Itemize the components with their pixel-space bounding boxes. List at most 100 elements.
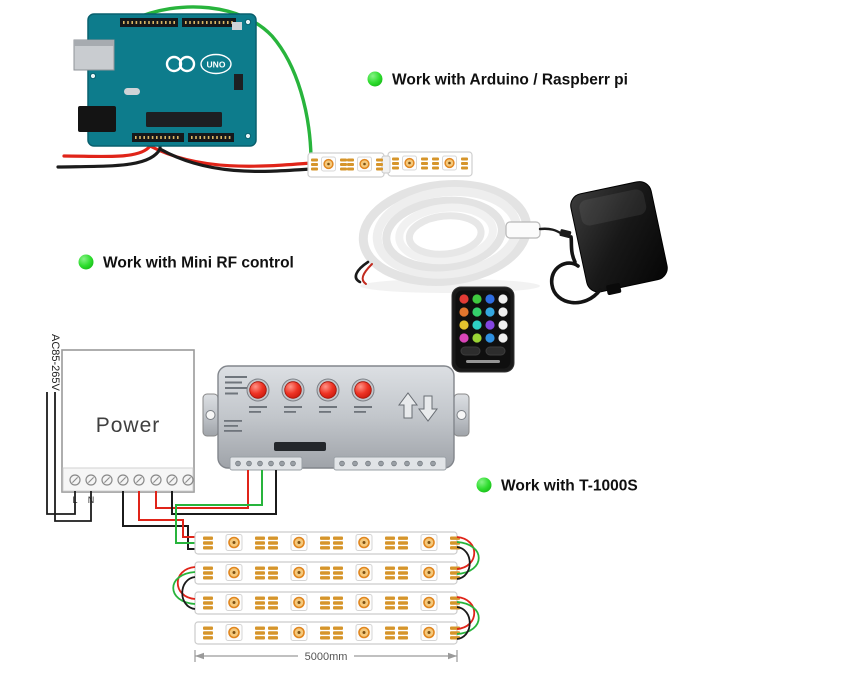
- annotation-t1000s: Work with T-1000S: [476, 477, 638, 495]
- led-module: [202, 623, 266, 642]
- led-module: [332, 563, 396, 582]
- icsp-header: [234, 74, 243, 90]
- t1000s-controller: [202, 365, 470, 471]
- remote-key: [472, 307, 482, 317]
- wire-black-to-strip: [122, 491, 195, 550]
- power-adapter: [570, 181, 668, 296]
- mini-rf-controller: [505, 221, 541, 239]
- led-module: [391, 155, 429, 171]
- annotation-arduino: Work with Arduino / Raspberr pi: [367, 71, 628, 89]
- led-module: [397, 623, 461, 642]
- strip-connector: [381, 155, 391, 174]
- screw-terminal: [101, 474, 113, 486]
- up-arrow-icon: [398, 392, 418, 419]
- led-module: [431, 155, 469, 171]
- remote-key: [459, 333, 469, 343]
- led-module: [310, 156, 348, 172]
- mode-button: [351, 378, 375, 402]
- power-jack: [78, 106, 116, 132]
- led-module: [397, 593, 461, 612]
- green-bullet-icon: [367, 71, 383, 87]
- dimension-label: 5000mm: [305, 651, 348, 663]
- remote-key: [459, 294, 469, 304]
- terminal-block: [333, 456, 447, 471]
- serpentine-wires: [172, 536, 480, 640]
- reset-button: [232, 22, 242, 30]
- led-module: [332, 533, 396, 552]
- wire-black-to-controller: [171, 470, 277, 515]
- mini-rf-section: Work with Mini RF control: [78, 179, 668, 373]
- led-module: [267, 533, 331, 552]
- terminal-block: [229, 456, 303, 471]
- screw-terminal: [85, 474, 97, 486]
- screw-terminal: [182, 474, 194, 486]
- led-strip-array: [194, 531, 461, 645]
- led-module: [332, 593, 396, 612]
- pin-header: [188, 133, 234, 142]
- remote-key: [472, 333, 482, 343]
- led-module: [267, 563, 331, 582]
- green-signal-wire: [130, 5, 313, 159]
- mode-button: [316, 378, 340, 402]
- led-module: [267, 623, 331, 642]
- t1000s-section: Power L N AC85-265V: [46, 334, 638, 663]
- led-module: [397, 533, 461, 552]
- annotation-mini-rf-label: Work with Mini RF control: [103, 255, 294, 272]
- remote-key: [472, 320, 482, 330]
- screw-terminal: [117, 474, 129, 486]
- wire-red-to-strip: [138, 491, 195, 538]
- remote-key: [472, 294, 482, 304]
- adapter-cable: [550, 235, 602, 305]
- remote-key: [485, 307, 495, 317]
- annotation-mini-rf: Work with Mini RF control: [78, 254, 294, 272]
- remote-key: [460, 346, 481, 356]
- dimension: 5000mm: [194, 648, 458, 663]
- uno-logo-text: UNO: [207, 60, 226, 70]
- screw-terminal: [150, 474, 162, 486]
- green-bullet-icon: [476, 477, 492, 493]
- mcu-chip: [146, 112, 222, 127]
- rf-remote: [451, 286, 515, 373]
- led-strip-top: [307, 151, 473, 178]
- annotation-arduino-label: Work with Arduino / Raspberr pi: [392, 72, 628, 89]
- down-arrow-icon: [418, 395, 438, 422]
- controller-output-wire: [538, 227, 564, 236]
- led-module: [346, 156, 384, 172]
- sd-card-slot: [274, 442, 326, 451]
- screw-terminal: [133, 474, 145, 486]
- led-module: [397, 563, 461, 582]
- crystal: [124, 88, 140, 95]
- remote-key: [498, 333, 508, 343]
- infinity-logo: [178, 55, 196, 73]
- remote-key: [485, 294, 495, 304]
- ac-input-wire: [46, 392, 76, 515]
- coil-end-wire-black: [354, 260, 370, 284]
- remote-key: [459, 320, 469, 330]
- power-supply-box: Power L N: [61, 349, 195, 505]
- arduino-board: UNO: [73, 13, 257, 147]
- black-ground-wire: [56, 133, 313, 173]
- led-module: [202, 563, 266, 582]
- led-module: [267, 593, 331, 612]
- remote-key: [485, 320, 495, 330]
- annotation-t1000s-label: Work with T-1000S: [501, 478, 638, 495]
- controller-silkscreen-text: [224, 376, 372, 432]
- screw-terminal: [166, 474, 178, 486]
- mode-button: [281, 378, 305, 402]
- led-module: [202, 593, 266, 612]
- dc-connector: [559, 229, 572, 239]
- arduino-section: UNO Work with Arduino / Raspberr pi: [56, 5, 628, 178]
- screw-terminal: [69, 474, 81, 486]
- wire-red-to-controller: [155, 470, 249, 509]
- remote-key: [485, 333, 495, 343]
- wire-green-data: [175, 470, 263, 544]
- remote-key: [498, 307, 508, 317]
- green-bullet-icon: [78, 254, 94, 270]
- ac-voltage-label: AC85-265V: [49, 334, 61, 392]
- remote-key: [459, 307, 469, 317]
- ac-input-wire: [54, 392, 92, 522]
- led-strip-coil: [358, 179, 532, 287]
- pin-header: [182, 18, 236, 27]
